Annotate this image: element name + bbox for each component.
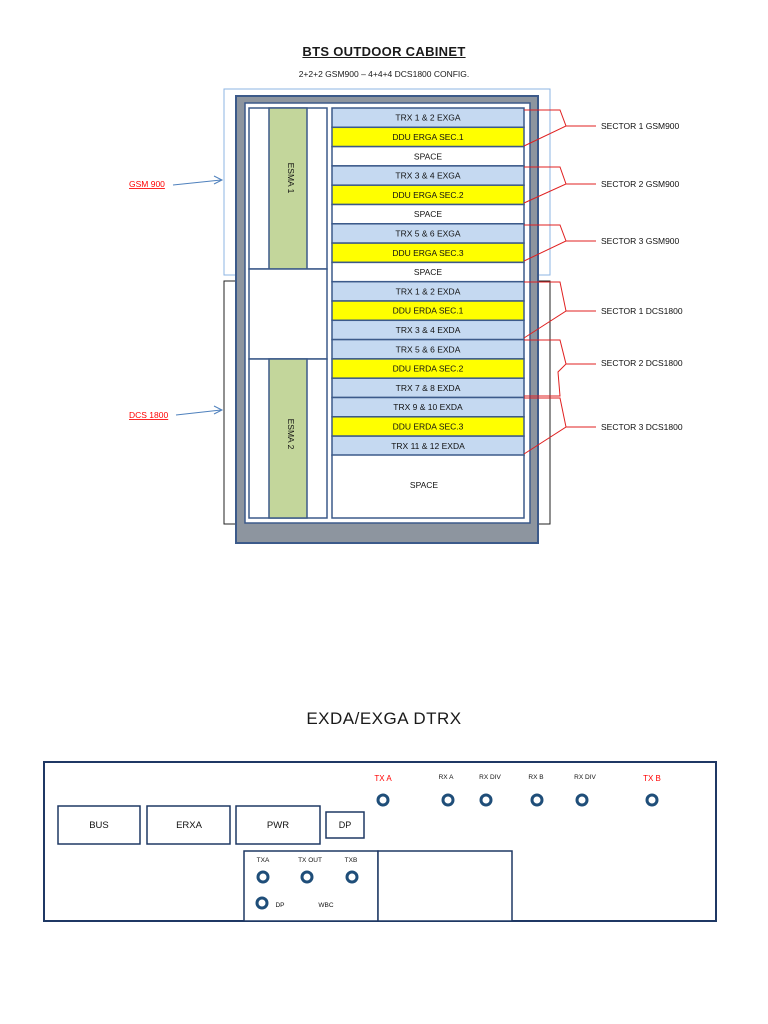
erxa-label: ERXA bbox=[176, 820, 203, 831]
sector-3-dcs1800-label: SECTOR 3 DCS1800 bbox=[601, 422, 683, 432]
pwr-label: PWR bbox=[267, 820, 289, 831]
slot-4-label: TRX 3 & 4 EXGA bbox=[395, 171, 461, 181]
esma-1-label: ESMA 1 bbox=[286, 163, 296, 194]
tx-out-port-label: TX OUT bbox=[298, 857, 322, 864]
sector-3-gsm-brace bbox=[523, 224, 567, 262]
slot-3-label: SPACE bbox=[414, 151, 443, 161]
cabinet-title: BTS OUTDOOR CABINET bbox=[302, 44, 466, 59]
sector-3-gsm900-label: SECTOR 3 GSM900 bbox=[601, 236, 680, 246]
dcs-1800-label: DCS 1800 bbox=[129, 410, 168, 420]
slot-12-label: TRX 3 & 4 EXDA bbox=[396, 325, 461, 335]
wbc-port-label: WBC bbox=[318, 902, 333, 909]
slot-15-label: TRX 7 & 8 EXDA bbox=[396, 383, 461, 393]
dp-module bbox=[325, 811, 365, 839]
txa-port-icon bbox=[256, 870, 270, 884]
bus-label: BUS bbox=[89, 820, 109, 831]
dtrx-title: EXDA/EXGA DTRX bbox=[306, 709, 462, 728]
sector-2-dcs1800-label: SECTOR 2 DCS1800 bbox=[601, 358, 683, 368]
rx-div-1-port-label: RX DIV bbox=[479, 774, 501, 781]
tx-b-port-icon bbox=[645, 793, 659, 807]
txb-port-icon bbox=[345, 870, 359, 884]
slot-5-label: DDU ERGA SEC.2 bbox=[392, 190, 464, 200]
sector-3-dcs-brace bbox=[523, 397, 567, 455]
dcs-arrow-head bbox=[213, 405, 224, 415]
rx-a-port-icon bbox=[441, 793, 455, 807]
gsm-arrow-head bbox=[213, 175, 224, 185]
slot-10-label: TRX 1 & 2 EXDA bbox=[396, 286, 461, 296]
slot-7-label: TRX 5 & 6 EXGA bbox=[395, 229, 461, 239]
tx-a-port-label: TX A bbox=[374, 774, 392, 783]
rx-b-port-label: RX B bbox=[528, 774, 543, 781]
sector-2-gsm900-label: SECTOR 2 GSM900 bbox=[601, 179, 680, 189]
sector-2-dcs-brace bbox=[524, 339, 567, 397]
rx-div-2-port-icon bbox=[575, 793, 589, 807]
dp-port-label: DP bbox=[275, 902, 284, 909]
txa-port-label: TXA bbox=[257, 857, 270, 864]
dcs-arrow bbox=[175, 409, 222, 416]
slot-17-label: DDU ERDA SEC.3 bbox=[393, 421, 464, 431]
slot-8-label: DDU ERGA SEC.3 bbox=[392, 248, 464, 258]
esma-gap bbox=[248, 268, 328, 360]
rx-div-1-port-icon bbox=[479, 793, 493, 807]
tx-a-port-icon bbox=[376, 793, 390, 807]
esma-2-label: ESMA 2 bbox=[286, 419, 296, 450]
txb-port-label: TXB bbox=[345, 857, 358, 864]
erxa-module bbox=[146, 805, 231, 845]
sector-1-gsm900-label: SECTOR 1 GSM900 bbox=[601, 121, 680, 131]
bus-module bbox=[57, 805, 141, 845]
slot-14-label: DDU ERDA SEC.2 bbox=[393, 364, 464, 374]
cabinet-diagram: ESMA 1 ESMA 2 TRX 1 & 2 EXGA DDU ERGA SEC… bbox=[129, 88, 683, 544]
esma-2-unit bbox=[268, 358, 308, 519]
rx-b-port-icon bbox=[530, 793, 544, 807]
pwr-module bbox=[235, 805, 321, 845]
sector-1-dcs1800-label: SECTOR 1 DCS1800 bbox=[601, 306, 683, 316]
slot-16-label: TRX 9 & 10 EXDA bbox=[393, 402, 463, 412]
gsm-arrow bbox=[172, 179, 222, 186]
tx-b-port-label: TX B bbox=[643, 774, 661, 783]
bottom-space-slot bbox=[331, 454, 525, 519]
sector-1-dcs-brace bbox=[523, 281, 567, 339]
slot-13-label: TRX 5 & 6 EXDA bbox=[396, 344, 461, 354]
dp-label: DP bbox=[339, 820, 352, 830]
sector-2-gsm-brace bbox=[523, 166, 567, 204]
dtrx-diagram: BUS ERXA PWR DP TX A RX A RX DIV RX B RX… bbox=[43, 761, 717, 922]
slot-9-label: SPACE bbox=[414, 267, 443, 277]
tx-out-port-icon bbox=[300, 870, 314, 884]
empty-unit-box bbox=[377, 850, 513, 922]
slot-6-label: SPACE bbox=[414, 209, 443, 219]
bottom-space-label: SPACE bbox=[410, 480, 439, 490]
rx-div-2-port-label: RX DIV bbox=[574, 774, 596, 781]
sector-1-gsm-brace bbox=[523, 109, 567, 147]
dp-port-icon bbox=[255, 896, 269, 910]
sector-braces bbox=[523, 109, 596, 455]
slot-1-label: TRX 1 & 2 EXGA bbox=[395, 113, 461, 123]
slot-11-label: DDU ERDA SEC.1 bbox=[393, 306, 464, 316]
cabinet-subtitle: 2+2+2 GSM900 – 4+4+4 DCS1800 CONFIG. bbox=[298, 69, 470, 79]
slot-18-label: TRX 11 & 12 EXDA bbox=[391, 441, 465, 451]
rx-a-port-label: RX A bbox=[439, 774, 454, 781]
gsm-900-label: GSM 900 bbox=[129, 179, 165, 189]
slot-2-label: DDU ERGA SEC.1 bbox=[392, 132, 464, 142]
